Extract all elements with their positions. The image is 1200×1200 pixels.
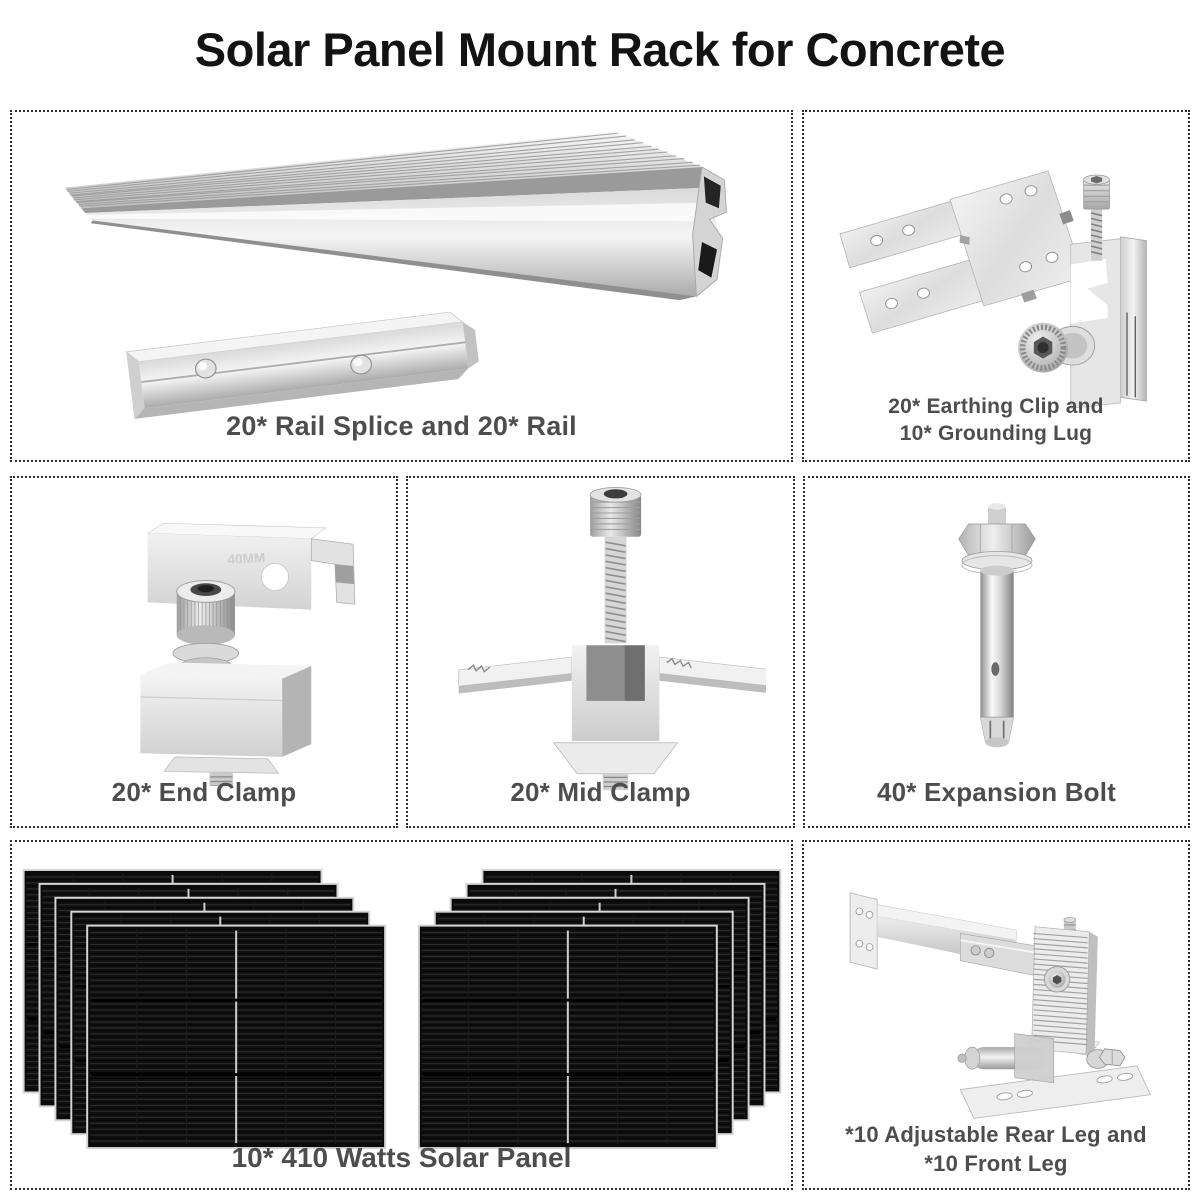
end-clamp-image-wrap: 40MM	[39, 486, 369, 786]
panel-caption-earthing: 20* Earthing Clip and 10* Grounding Lug	[804, 393, 1188, 448]
solar-panels-image-wrap	[19, 868, 785, 1156]
caption-line-1: 20* Earthing Clip and	[888, 394, 1104, 418]
front-leg-image	[957, 926, 1152, 1119]
earthing-and-lug-image	[816, 128, 1176, 414]
panel-caption-solar: 10* 410 Watts Solar Panel	[231, 1142, 572, 1173]
solar-stack-right	[416, 868, 782, 1150]
panel-rail: 20* Rail Splice and 20* Rail	[10, 110, 793, 462]
legs-illustration	[849, 892, 1152, 1119]
panel-mid-clamp: 20* Mid Clamp	[406, 476, 795, 828]
rail-image	[64, 131, 727, 301]
end-clamp-image: 40MM	[140, 522, 356, 786]
caption-line-2: 10* Grounding Lug	[899, 422, 1093, 446]
expansion-bolt-image-wrap	[847, 484, 1147, 784]
caption-line-1: *10 Adjustable Rear Leg and	[845, 1121, 1147, 1147]
splice-pin	[349, 354, 372, 375]
end-clamp-watermark: 40MM	[227, 550, 266, 567]
mid-clamp-image	[457, 487, 766, 791]
panel-caption-legs: *10 Adjustable Rear Leg and *10 Front Le…	[804, 1120, 1188, 1178]
panel-caption-rail: 20* Rail Splice and 20* Rail	[226, 411, 577, 441]
mid-clamp-illustration	[457, 487, 766, 791]
panel-legs: *10 Adjustable Rear Leg and *10 Front Le…	[802, 840, 1190, 1190]
rail-illustration	[64, 131, 727, 419]
panel-caption-expansion-bolt: 40* Expansion Bolt	[876, 777, 1117, 807]
grounding-lug-image	[1018, 174, 1147, 409]
legs-image-wrap	[813, 852, 1179, 1132]
panel-caption-mid-clamp: 20* Mid Clamp	[510, 777, 691, 807]
panel-solar: 10* 410 Watts Solar Panel	[10, 840, 793, 1190]
splice-pin	[194, 358, 217, 379]
rail-splice-image	[124, 311, 479, 419]
earthing-illustration	[839, 170, 1147, 409]
expansion-bolt-image	[957, 503, 1036, 748]
page-title: Solar Panel Mount Rack for Concrete	[194, 23, 1006, 76]
panel-earthing: 20* Earthing Clip and 10* Grounding Lug	[802, 110, 1190, 462]
caption-line-2: *10 Front Leg	[924, 1150, 1068, 1176]
panel-caption-end-clamp: 20* End Clamp	[111, 777, 297, 807]
solar-panels-illustration	[21, 868, 782, 1150]
end-clamp-illustration: 40MM	[140, 522, 356, 786]
panel-expansion-bolt: 40* Expansion Bolt	[803, 476, 1190, 828]
expansion-bolt-illustration	[957, 503, 1036, 748]
solar-stack-left	[21, 868, 387, 1150]
mid-clamp-image-wrap	[436, 482, 766, 792]
earthing-clip-image	[839, 170, 1085, 334]
rail-and-splice-image	[29, 122, 774, 422]
panel-end-clamp: 40MM 20* End Clamp	[10, 476, 398, 828]
